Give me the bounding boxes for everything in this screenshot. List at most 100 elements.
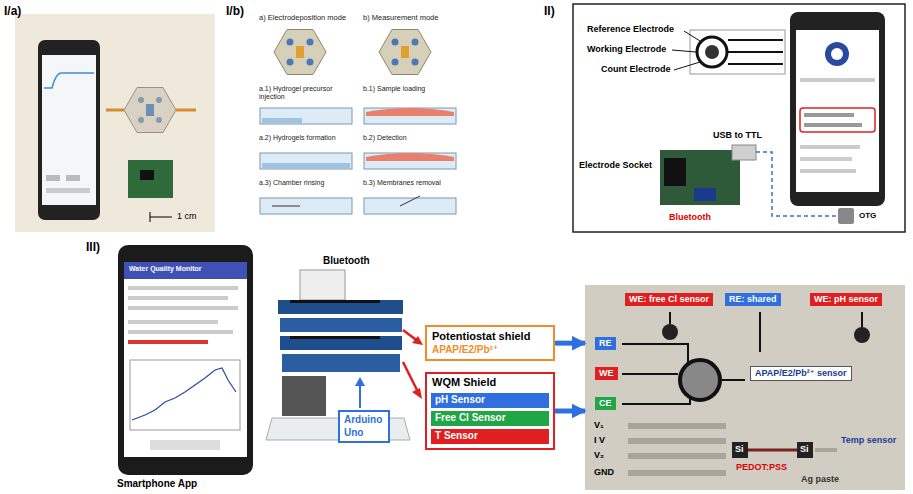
sensor-photo-part: [748, 449, 797, 452]
text-label: a.3) Chamber rinsing: [258, 179, 356, 187]
arduino-stack-part: [280, 336, 402, 350]
chip-schematic-part: [412, 39, 419, 46]
smartphone-part: [128, 286, 238, 290]
text-label: b.1) Sample loading: [362, 85, 460, 93]
arduino-stack-part: [278, 300, 403, 314]
device-photo-part: [46, 175, 60, 181]
smartphone: [790, 12, 885, 224]
shield-box: WQM ShieldpH SensorFree Cl SensorT Senso…: [425, 372, 555, 450]
node-text: pH Sensor: [435, 394, 545, 407]
sensor-photo-part: [722, 379, 745, 381]
smartphone-part: [825, 42, 849, 66]
shield-box: Potentiostat shieldAPAP/E2/Pb²⁺: [425, 325, 555, 361]
sensor-box: pH Sensor: [431, 393, 549, 408]
smartphone-part: [132, 368, 236, 420]
node-text: Potentiostat shield: [432, 330, 548, 344]
chip-schematic-part: [307, 39, 314, 46]
text-label: Water Quality Monitor: [128, 265, 202, 273]
smartphone-part: [790, 12, 885, 206]
text-label: I/b): [226, 4, 244, 18]
circuit-board-part: [660, 150, 740, 205]
node-text: RE: [599, 338, 612, 349]
electrode-strip-part: [705, 45, 719, 59]
connector-arrow: [555, 341, 585, 346]
sensor-photo-part: [759, 312, 761, 352]
chip-schematic-part: [272, 206, 300, 207]
smartphone-part: [804, 113, 854, 117]
smartphone-part: [150, 440, 220, 450]
electrode-strip-part: [728, 39, 783, 41]
text-label: Working Electrode: [586, 44, 667, 55]
chip-schematic-part: [401, 46, 409, 58]
sensor-photo-part: [680, 360, 720, 400]
smartphone-part: [130, 360, 240, 430]
smartphone-part: [796, 30, 879, 192]
device-photo-part: [124, 88, 176, 133]
arduino-stack-part: [403, 362, 419, 394]
smartphone-part: [838, 208, 854, 224]
text-label: Electrode Socket: [578, 160, 653, 171]
smartphone-part: [128, 320, 218, 324]
device-photo-part: [15, 14, 215, 232]
text-label: II): [544, 4, 555, 18]
sensor-photo-part: [628, 453, 726, 459]
chip-schematic-part: [366, 108, 454, 116]
sensor-photo-part: [797, 442, 813, 458]
smartphone-part: [800, 108, 875, 132]
text-label: I/a): [4, 4, 21, 18]
device-photo-part: [44, 73, 94, 88]
chip-schematic-part: [262, 118, 302, 123]
sensor-photo-part: [732, 442, 748, 458]
sensor-box: T Sensor: [431, 429, 549, 444]
node-text: Si: [734, 444, 745, 455]
connector-arrow: [555, 409, 585, 414]
smartphone-part: [124, 262, 247, 457]
sensor-photo-part: [669, 312, 671, 324]
panel-frame-part: [573, 4, 905, 232]
electrode-tag: WE: [595, 367, 618, 380]
sensor-photo-part: [585, 285, 905, 490]
chip-schematic-part: [366, 153, 454, 161]
text-label: b.2) Detection: [362, 134, 460, 142]
smartphone-part: [800, 157, 852, 161]
device-photo-part: [42, 55, 96, 205]
sensor-photo: V₁I VV₂GNDSiSiPEDOT:PSSTemp sensorAg pas…: [585, 285, 905, 490]
device-photo-part: [106, 109, 124, 112]
arduino-stack-part: [300, 270, 345, 300]
sensor-photo-part: [662, 324, 678, 340]
node-text: APAP/E2/Pb²⁺ sensor: [755, 368, 847, 379]
device-photo-part: [38, 40, 100, 220]
node-text: V₁: [593, 420, 605, 431]
sensor-photo-part: [628, 470, 726, 476]
electrode-tag: RE: shared: [725, 293, 781, 306]
text-label: Bluetooth: [322, 255, 371, 267]
node-text: V₂: [593, 450, 605, 461]
device-photo-part: [146, 104, 154, 116]
chip-schematic-part: [364, 153, 456, 169]
node-text: APAP/E2/Pb²⁺: [432, 344, 548, 357]
smartphone-part: [118, 245, 253, 475]
chip-schematic-part: [412, 59, 419, 66]
text-label: Reference Electrode: [586, 24, 675, 35]
node-text: Si: [799, 444, 810, 455]
sensor-photo-part: [854, 327, 870, 343]
text-label: b.3) Membranes removal: [362, 179, 460, 187]
text-label: OTG: [858, 211, 877, 221]
chip-schematic-part: [364, 198, 456, 214]
arduino-stack-part: [282, 354, 400, 372]
device-photo-part: [140, 170, 154, 180]
device-photo-part: [128, 160, 173, 198]
node-text: CE: [599, 398, 612, 409]
sensor-photo-part: [861, 312, 863, 327]
electrode-strip-part: [697, 37, 727, 67]
electrode-strip-part: [690, 30, 785, 74]
node-text: RE: shared: [729, 294, 777, 305]
arduino-stack-part: [412, 388, 422, 399]
circuit-board-part: [664, 158, 686, 186]
device-photo-part: [176, 109, 196, 112]
electrode-strip-part: [672, 50, 696, 52]
chip-schematic-part: [287, 39, 294, 46]
text-label: a.2) Hydrogels formation: [258, 134, 356, 142]
electrode-tag: CE: [595, 397, 616, 410]
electrode-strip: [672, 30, 785, 74]
